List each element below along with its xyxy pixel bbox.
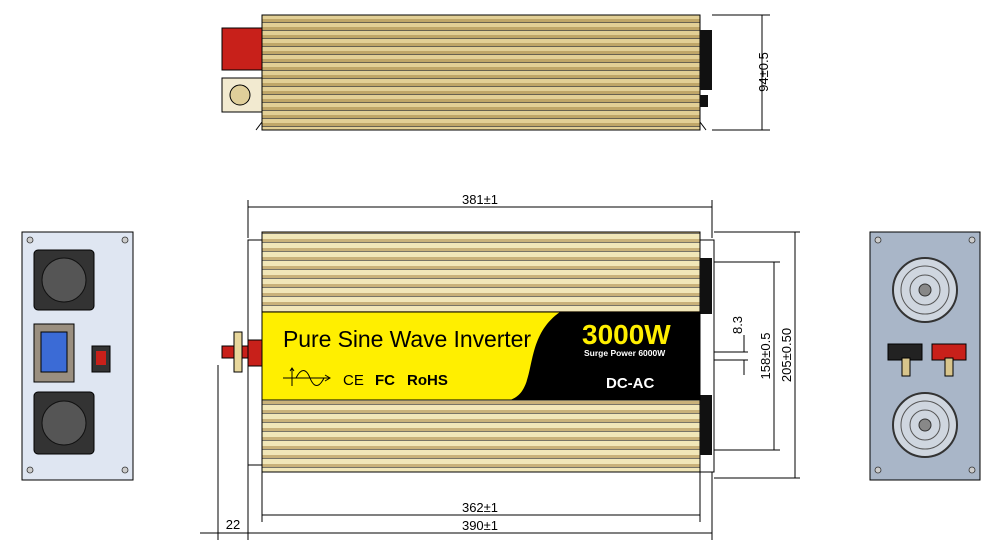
- label-title: Pure Sine Wave Inverter: [283, 326, 531, 352]
- dim-height-top: 94±0.5: [756, 52, 771, 92]
- top-body: [261, 14, 701, 131]
- dim-width-total: 205±0.50: [779, 328, 794, 382]
- fan-bottom-icon: [892, 392, 958, 458]
- label-power: 3000W: [582, 319, 671, 350]
- dim-length-inner: 362±1: [462, 500, 498, 515]
- dim-terminal-offset: 22: [226, 517, 240, 532]
- top-red-terminal: [221, 27, 263, 71]
- top-right-connector: [700, 30, 712, 90]
- ac-output-end-view: [21, 231, 134, 481]
- terminal-bolt-icon: [229, 84, 251, 106]
- dim-width-inner: 158±0.5: [758, 333, 773, 380]
- rohs-mark: RoHS: [407, 372, 448, 389]
- front-view: Pure Sine Wave Inverter 3000W Surge Powe…: [200, 192, 800, 540]
- dc-input-end-view: [869, 231, 981, 481]
- top-view: 94±0.5: [221, 14, 771, 131]
- dim-length-body: 381±1: [462, 192, 498, 207]
- dim-slot: 8.3: [730, 316, 745, 334]
- label-surge: Surge Power 6000W: [584, 348, 666, 358]
- fcc-mark: FC: [375, 372, 395, 389]
- dim-length-total: 390±1: [462, 518, 498, 533]
- sine-wave-icon: [283, 367, 331, 386]
- fan-top-icon: [892, 257, 958, 323]
- ce-mark: CE: [343, 372, 364, 389]
- label-type: DC-AC: [606, 375, 654, 392]
